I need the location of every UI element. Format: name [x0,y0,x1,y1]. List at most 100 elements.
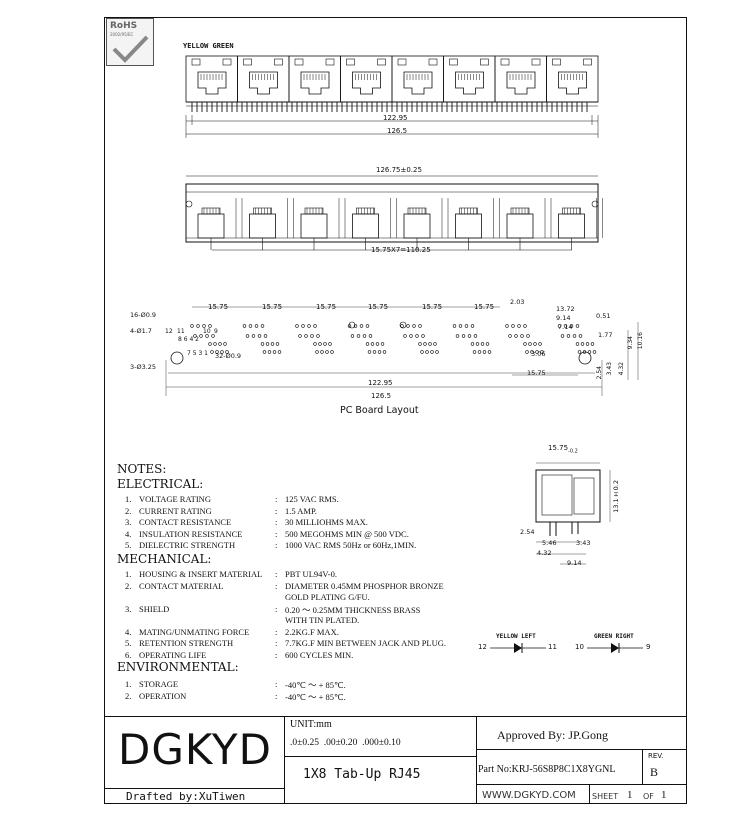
rev-value: B [650,765,659,779]
electrical-value: 1.5 AMP. [285,505,317,516]
pcb-d-934: 9.34 [627,336,634,350]
mechanical-row: 1. HOUSING & INSERT MATERIAL: PBT UL94V-0. [125,569,455,579]
pcb-d-254: 2.54 [596,366,603,380]
pcb-hole-group [190,324,229,354]
pcb-hole-16: 16-Ø0.9 [130,311,157,319]
front-view-port [352,198,397,250]
front-view-port [300,198,346,250]
electrical-number: 4. [125,528,132,539]
electrical-row: 5.DIELECTRIC STRENGTH:1000 VAC RMS 50Hz … [125,540,455,550]
approved-by: Approved By: JP.Gong [497,728,609,742]
of-number: 1 [661,789,667,801]
electrical-number: 5. [125,540,132,550]
drawing-frame [104,17,687,804]
environmental-row: 1.STORAGE:-40℃ ～ + 85℃. [125,679,455,690]
led-yellow-diode-icon [490,643,546,653]
mechanical-row: 3.SHIELD:0.20 ～ 0.25MM THICKNESS BRASS [125,603,455,615]
top-view-port [288,55,341,103]
mechanical-value: PBT UL94V-0. [285,569,337,579]
pcb-title: PC Board Layout [340,405,419,416]
mechanical-value-cont: GOLD PLATING G/FU. [285,592,370,602]
environmental-row: 2.OPERATION:-40℃ ～ + 85℃. [125,691,455,702]
front-view-port [558,198,603,250]
side-d-height: 13.1±0.2 [612,480,620,513]
environmental-value: -40℃ ～ + 85℃. [285,692,346,702]
front-view-drawing [185,175,603,251]
mechanical-colon: : [275,638,278,648]
tolerances: .0±0.25 .00±0.20 .000±0.10 [290,738,401,748]
drafted-by: Drafted by:XuTiwen [126,790,246,803]
top-view-port [237,55,290,103]
pcb-hole-3: 3-Ø3.25 [130,363,157,371]
of-label: OF [643,792,654,801]
electrical-value: 1000 VAC RMS 50Hz or 60Hz,1MIN. [285,540,417,550]
electrical-number: 3. [125,517,132,527]
side-d-top: 15.75-0.2 [548,444,578,454]
led-label: YELLOW GREEN [183,42,234,50]
mechanical-colon: : [275,569,278,579]
mechanical-number: 4. [125,626,132,637]
side-d-top-tol: -0.2 [568,448,578,455]
company-logo: DGKYD [118,725,272,774]
pcb-hole-group [400,324,439,354]
unit-label: UNIT:mm [290,719,332,730]
mechanical-row: 5.RETENTION STRENGTH:7.7KG.F MIN BETWEEN… [125,638,455,648]
environmental-colon: : [275,691,278,701]
mechanical-value-cont: WITH TIN PLATED. [285,615,360,625]
mechanical-row: 4.MATING/UNMATING FORCE:2.2KG.F MAX. [125,627,455,637]
mechanical-value: 0.20 ～ 0.25MM THICKNESS BRASS [285,604,421,615]
front-dim-width: 126.75±0.25 [376,166,422,174]
pcb-hole-4: 4-Ø1.7 [130,327,152,335]
mechanical-value: DIAMETER 0.45MM PHOSPHOR BRONZE [285,580,444,591]
led-yellow-label: YELLOW LEFT [496,633,536,640]
front-view-port [249,198,294,250]
mechanical-colon: : [275,580,278,591]
mechanical-number: 6. [125,649,132,660]
mechanical-row-cont: WITH TIN PLATED. [125,615,455,625]
check-icon [112,35,149,63]
pcb-d-1016: 10.16 [637,332,644,350]
led-green-label: GREEN RIGHT [594,633,634,640]
top-view-port [340,55,393,103]
front-view-port [455,198,500,250]
led-green-right: 9 [646,643,651,651]
side-d-343: 3.43 [576,539,591,547]
website: WWW.DGKYD.COM [482,790,576,801]
pcb-pin-11: 11 [177,328,185,335]
pcb-pin-10: 10 [203,328,211,335]
mechanical-colon: : [275,603,278,614]
pcb-hole-group [242,324,282,354]
pcb-pitch-3: 15.75 [316,303,337,311]
electrical-value: 125 VAC RMS. [285,494,339,504]
mechanical-number: 3. [125,603,132,614]
pcb-d-177: 1.77 [598,331,613,339]
electrical-colon: : [275,505,278,516]
pcb-pin-12: 12 [165,328,173,335]
electrical-label: CONTACT RESISTANCE [139,517,232,527]
top-view-drawing [185,55,599,138]
mechanical-label: OPERATING LIFE [139,649,207,660]
electrical-colon: : [275,494,278,504]
environmental-label: STORAGE [139,679,179,689]
top-dim-inner: 122.95 [383,114,408,122]
top-view-port [443,55,496,103]
environmental-colon: : [275,679,278,689]
pcb-pitch-5: 15.75 [422,303,443,311]
pcb-d-203: 2.03 [510,298,525,306]
mechanical-number: 1. [125,569,132,579]
mechanical-label: HOUSING & INSERT MATERIAL [139,569,263,579]
mechanical-number: 5. [125,638,132,648]
electrical-colon: : [275,517,278,527]
mechanical-heading: MECHANICAL: [117,552,212,566]
rohs-sub: 2002/95/EC [110,32,134,37]
pcb-hole-group [505,324,544,354]
environmental-number: 2. [125,691,132,701]
electrical-number: 2. [125,505,132,516]
led-yellow-right: 11 [548,643,557,651]
front-view-port [403,198,449,250]
mechanical-value: 2.2KG.F MAX. [285,626,339,637]
part-number: Part No:KRJ-56S8P8C1X8YGNL [478,764,616,775]
drawing-title: 1X8 Tab-Up RJ45 [303,767,421,782]
pcb-hole-group [347,324,387,354]
rohs-logo: RoHS 2002/95/EC [106,18,154,66]
